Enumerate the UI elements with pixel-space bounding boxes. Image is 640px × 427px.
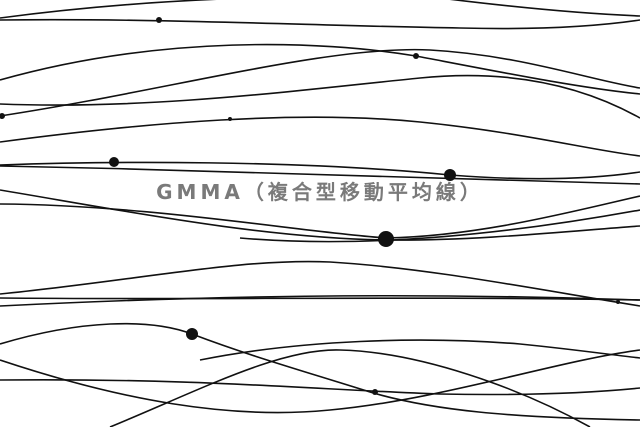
wave-line — [109, 349, 591, 427]
dot-marker — [444, 169, 456, 181]
dot-marker — [228, 117, 232, 121]
wave-line — [0, 294, 640, 307]
dot-marker — [186, 328, 198, 340]
wave-line — [239, 209, 640, 243]
wave-line — [199, 339, 640, 361]
wave-line — [0, 0, 217, 19]
wave-line — [0, 48, 640, 117]
dot-marker — [372, 389, 378, 395]
wave-line — [0, 74, 640, 119]
wave-line — [0, 260, 640, 307]
wave-line — [0, 349, 640, 414]
page-title: GMMA（複合型移動平均線） — [156, 180, 484, 204]
wave-line — [0, 43, 640, 95]
wave-line — [0, 378, 640, 396]
dot-marker — [109, 157, 119, 167]
dot-marker — [378, 231, 394, 247]
wave-line — [0, 165, 640, 185]
wave-line — [0, 18, 640, 30]
wave-line — [0, 116, 640, 157]
dot-marker — [616, 300, 620, 304]
wave-line — [0, 322, 640, 421]
dot-marker — [413, 53, 419, 59]
wave-line — [0, 297, 640, 301]
wave-line — [449, 0, 640, 17]
dot-marker — [156, 17, 162, 23]
wave-line — [0, 161, 640, 180]
dot-marker — [0, 113, 5, 119]
